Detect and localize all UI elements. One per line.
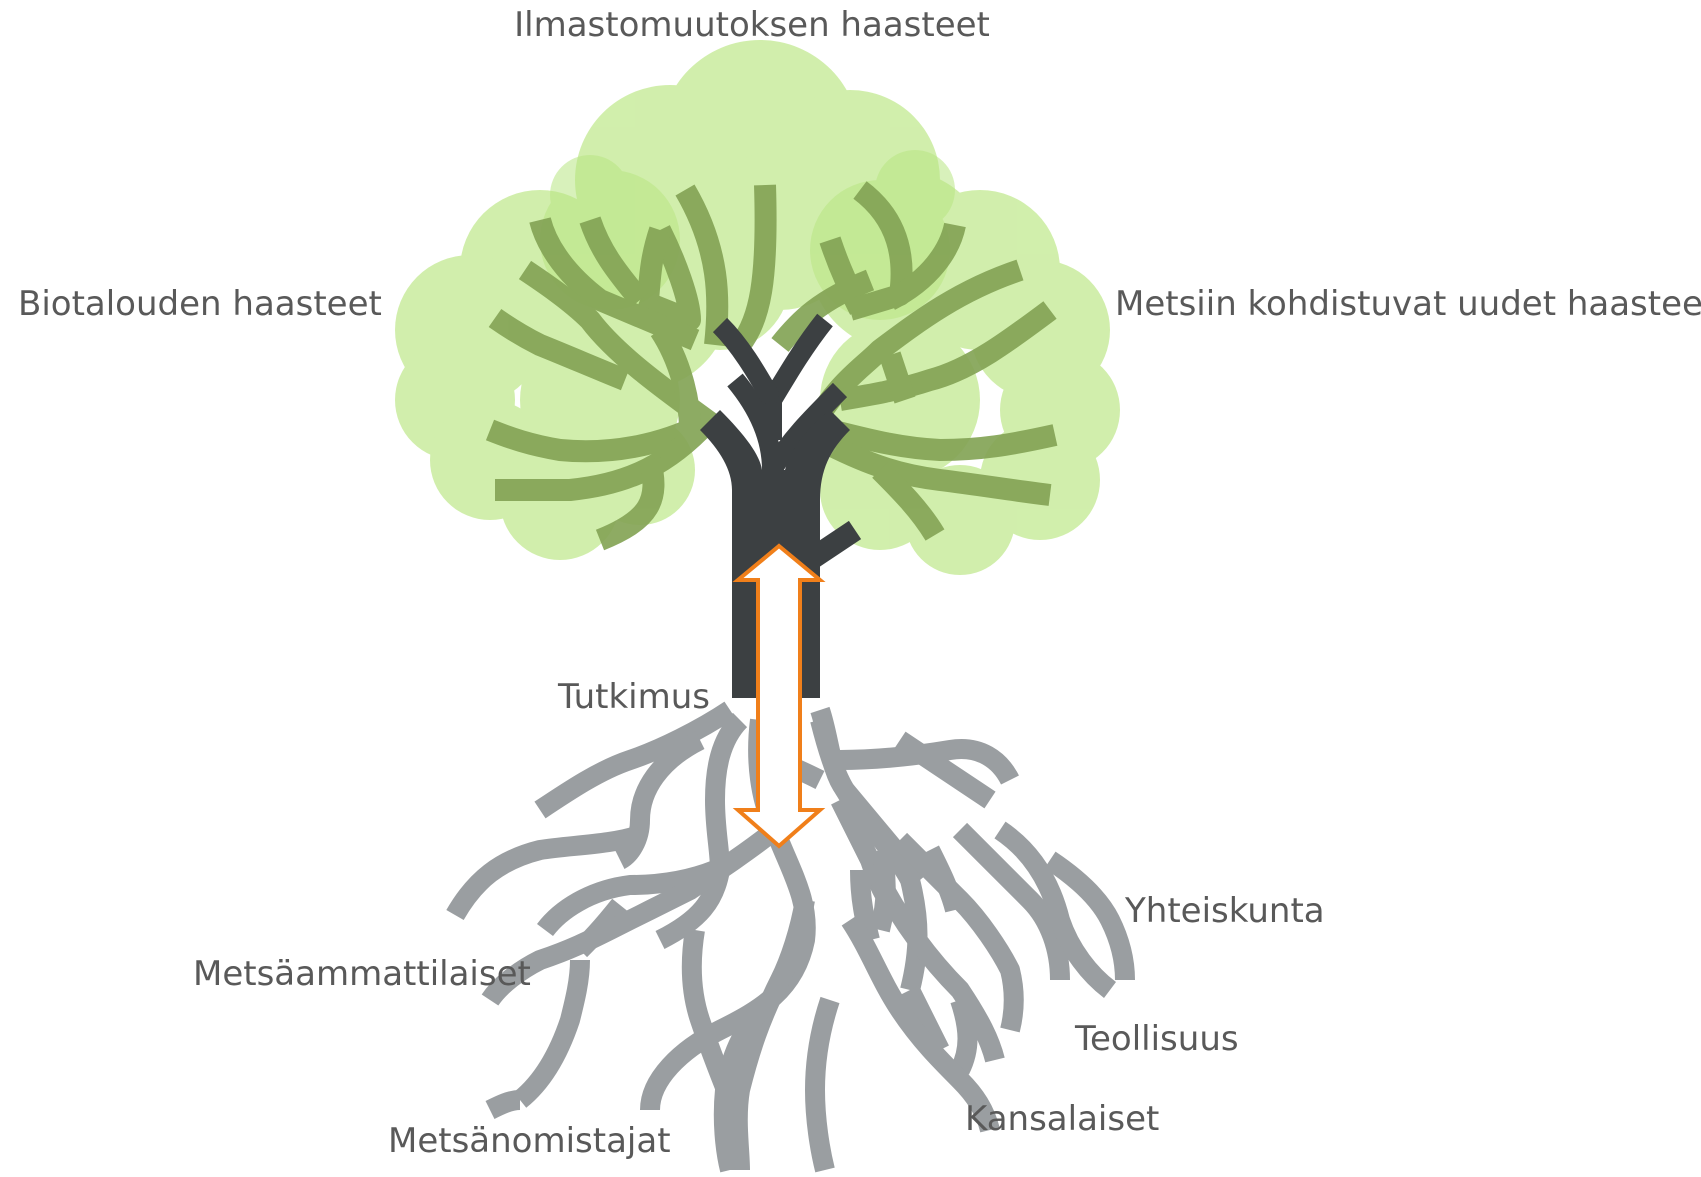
label-forest-owners: Metsänomistajat — [388, 1121, 671, 1161]
label-research: Tutkimus — [557, 677, 710, 717]
label-citizens: Kansalaiset — [965, 1099, 1159, 1139]
label-climate-challenges: Ilmastomuutoksen haasteet — [514, 5, 990, 45]
label-industry: Teollisuus — [1074, 1019, 1239, 1059]
label-society: Yhteiskunta — [1124, 891, 1325, 931]
label-new-forest-challenges: Metsiin kohdistuvat uudet haasteet — [1115, 284, 1701, 324]
label-forest-professionals: Metsäammattilaiset — [193, 954, 531, 994]
label-bioeconomy-challenges: Biotalouden haasteet — [18, 284, 382, 324]
